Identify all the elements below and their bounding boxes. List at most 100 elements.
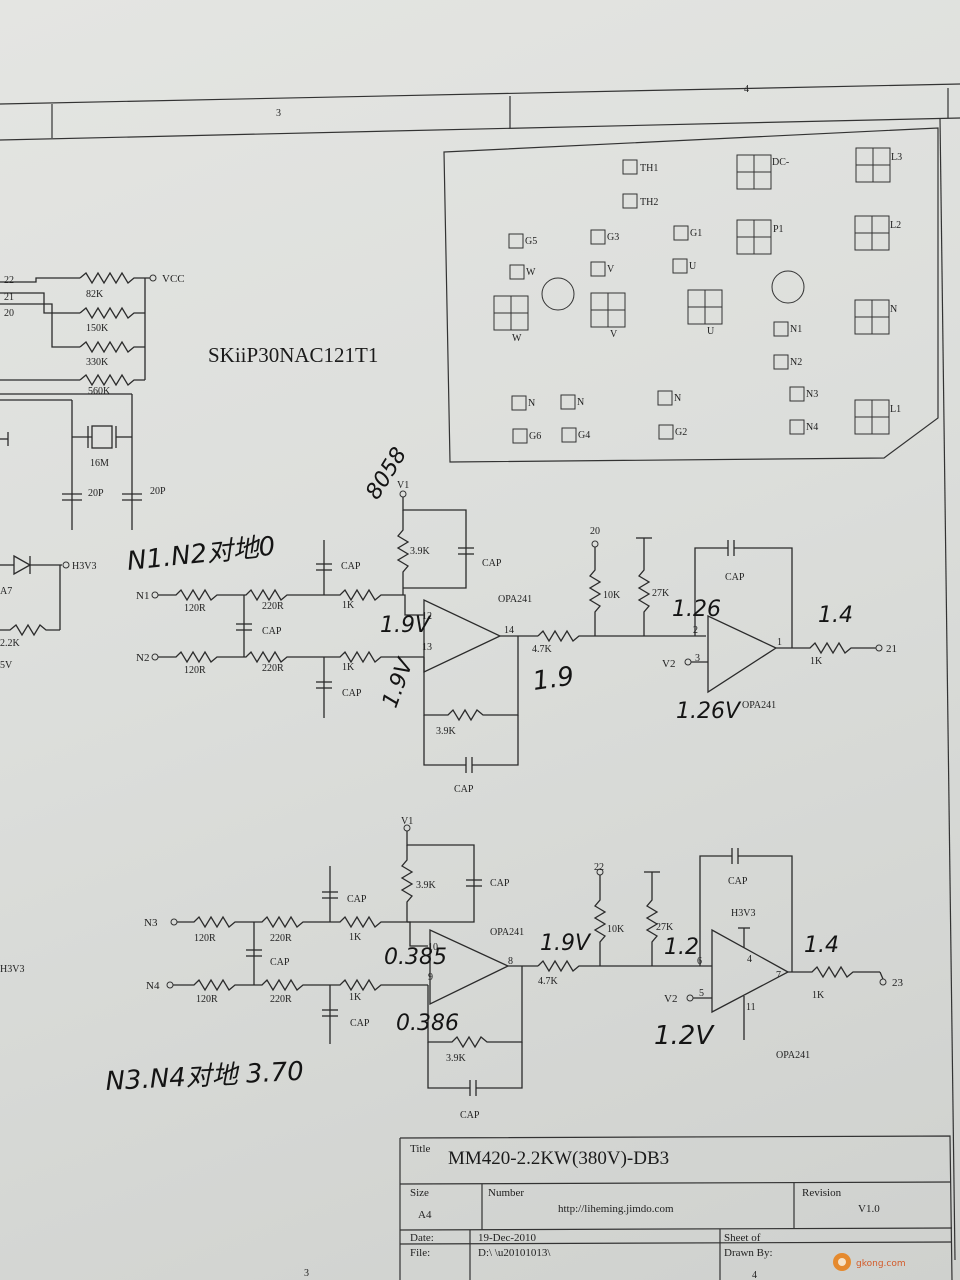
pad-label-n-a: N xyxy=(528,398,535,409)
ch1-pin2: 2 xyxy=(693,625,698,636)
revision-value: V1.0 xyxy=(858,1203,880,1215)
pad-g4 xyxy=(561,427,577,443)
ch2-r120a: 120R xyxy=(194,933,216,944)
pad-u-big xyxy=(687,289,723,325)
pad-dc-minus xyxy=(736,154,772,190)
drawn-by-label: Drawn By: xyxy=(724,1247,773,1259)
pad-l2 xyxy=(854,215,890,251)
ch1-pin13: 13 xyxy=(422,642,432,653)
revision-label: Revision xyxy=(802,1187,842,1199)
pad-label-l1: L1 xyxy=(890,404,901,415)
note-pin6-voltage: 1.2 xyxy=(664,935,699,960)
channel-2-circuit xyxy=(166,824,887,1096)
pad-label-g2: G2 xyxy=(675,427,687,438)
pad-n-a xyxy=(511,395,527,411)
pad-n4 xyxy=(789,419,805,435)
zone-label-bottom-4: 4 xyxy=(752,1270,757,1280)
ch2-pin8: 8 xyxy=(508,956,513,967)
ch1-cap-bot: CAP xyxy=(342,688,362,699)
ch2-cap-bot: CAP xyxy=(350,1018,370,1029)
ch2-pin9: 9 xyxy=(428,972,433,983)
ch1-r1k-a: 1K xyxy=(342,600,355,611)
note-pin14-voltage: 1.9 xyxy=(531,661,576,696)
ch2-cap-fb2: CAP xyxy=(728,876,748,887)
pad-th2 xyxy=(622,193,638,209)
pad-w-big xyxy=(493,295,529,331)
r-560k-label: 560K xyxy=(88,386,111,397)
a7-label: A7 xyxy=(0,586,12,597)
pad-g2 xyxy=(658,424,674,440)
h3v3-label: H3V3 xyxy=(72,561,96,572)
pin-20: 20 xyxy=(4,308,14,319)
ch1-r47k: 4.7K xyxy=(532,644,553,655)
ch1-r39k-top: 3.9K xyxy=(410,546,431,557)
note-pin3-voltage: 1.26V xyxy=(676,699,742,724)
ch2-input-n3: N3 xyxy=(144,917,158,929)
pad-label-v: V xyxy=(610,329,618,340)
ch2-pin6: 6 xyxy=(697,956,702,967)
r-330k-label: 330K xyxy=(86,357,109,368)
note-pin2-voltage: 1.26 xyxy=(672,597,721,622)
ch2-opamp2-label: OPA241 xyxy=(776,1050,810,1061)
size-label: Size xyxy=(410,1187,429,1199)
ch1-r10k: 10K xyxy=(603,590,621,601)
cap-20p-right-label: 20P xyxy=(150,486,166,497)
note-pin13-voltage: 1.9V xyxy=(378,654,419,711)
pin-22: 22 xyxy=(4,275,14,286)
pad-label-n4: N4 xyxy=(806,422,818,433)
note-pin7-voltage: 1.4 xyxy=(804,933,839,958)
title-label: Title xyxy=(410,1143,431,1155)
pad-label-u-small: U xyxy=(689,261,697,272)
ch1-r220a: 220R xyxy=(262,601,284,612)
pad-label-n3: N3 xyxy=(806,389,818,400)
note-pin1-voltage: 1.4 xyxy=(818,603,853,628)
ch1-r39k-bot: 3.9K xyxy=(436,726,457,737)
pad-g3 xyxy=(590,229,606,245)
ch1-cap-fb-bot: CAP xyxy=(454,784,474,795)
ch2-r27k: 27K xyxy=(656,922,674,933)
ch1-v1: V1 xyxy=(397,480,409,491)
ch2-cap-top: CAP xyxy=(347,894,367,905)
ch2-cap-fb-top: CAP xyxy=(490,878,510,889)
note-n1-n2-to-ground: N1.N2对地0 xyxy=(126,532,277,577)
ch2-r120b: 120R xyxy=(196,994,218,1005)
pad-label-n1: N1 xyxy=(790,324,802,335)
pad-th1 xyxy=(622,159,638,175)
ch1-pin14: 14 xyxy=(504,625,514,636)
pad-label-n-c: N xyxy=(674,393,681,404)
ch1-r220b: 220R xyxy=(262,663,284,674)
pad-l3 xyxy=(855,147,891,183)
mounting-hole-left xyxy=(541,277,575,311)
crystal-16m-label: 16M xyxy=(90,458,109,469)
ch1-cap-fb2: CAP xyxy=(725,572,745,583)
h3v3-left-bottom-label: H3V3 xyxy=(0,964,24,975)
ch2-r39k-top: 3.9K xyxy=(416,880,437,891)
ch2-v2: V2 xyxy=(664,993,677,1005)
pad-n1 xyxy=(773,321,789,337)
pad-label-p1: P1 xyxy=(773,224,784,235)
ch2-r47k: 4.7K xyxy=(538,976,559,987)
pad-label-n2: N2 xyxy=(790,357,802,368)
ch1-cap-top: CAP xyxy=(341,561,361,572)
pad-n-b xyxy=(560,394,576,410)
ch1-r120b: 120R xyxy=(184,665,206,676)
pad-label-n-big: N xyxy=(890,304,897,315)
ch2-out-23: 23 xyxy=(892,977,904,989)
watermark-logo xyxy=(833,1253,851,1271)
note-n3-n4-to-ground: N3.N4对地 3.70 xyxy=(105,1057,305,1097)
pad-label-g4: G4 xyxy=(578,430,590,441)
pin-21: 21 xyxy=(4,292,14,303)
number-label: Number xyxy=(488,1187,524,1199)
r-150k-label: 150K xyxy=(86,323,109,334)
channel-1-circuit xyxy=(151,490,883,773)
note-pin8-voltage: 1.9V xyxy=(540,931,592,956)
ch2-r220a: 220R xyxy=(270,933,292,944)
ch2-input-n4: N4 xyxy=(146,980,160,992)
pad-g5 xyxy=(508,233,524,249)
date-value: 19-Dec-2010 xyxy=(478,1232,537,1244)
ch2-h3v3: H3V3 xyxy=(731,908,755,919)
ch1-out-21: 21 xyxy=(886,643,897,655)
power-module-footprint xyxy=(443,127,939,463)
sheet-frame xyxy=(0,83,960,1261)
